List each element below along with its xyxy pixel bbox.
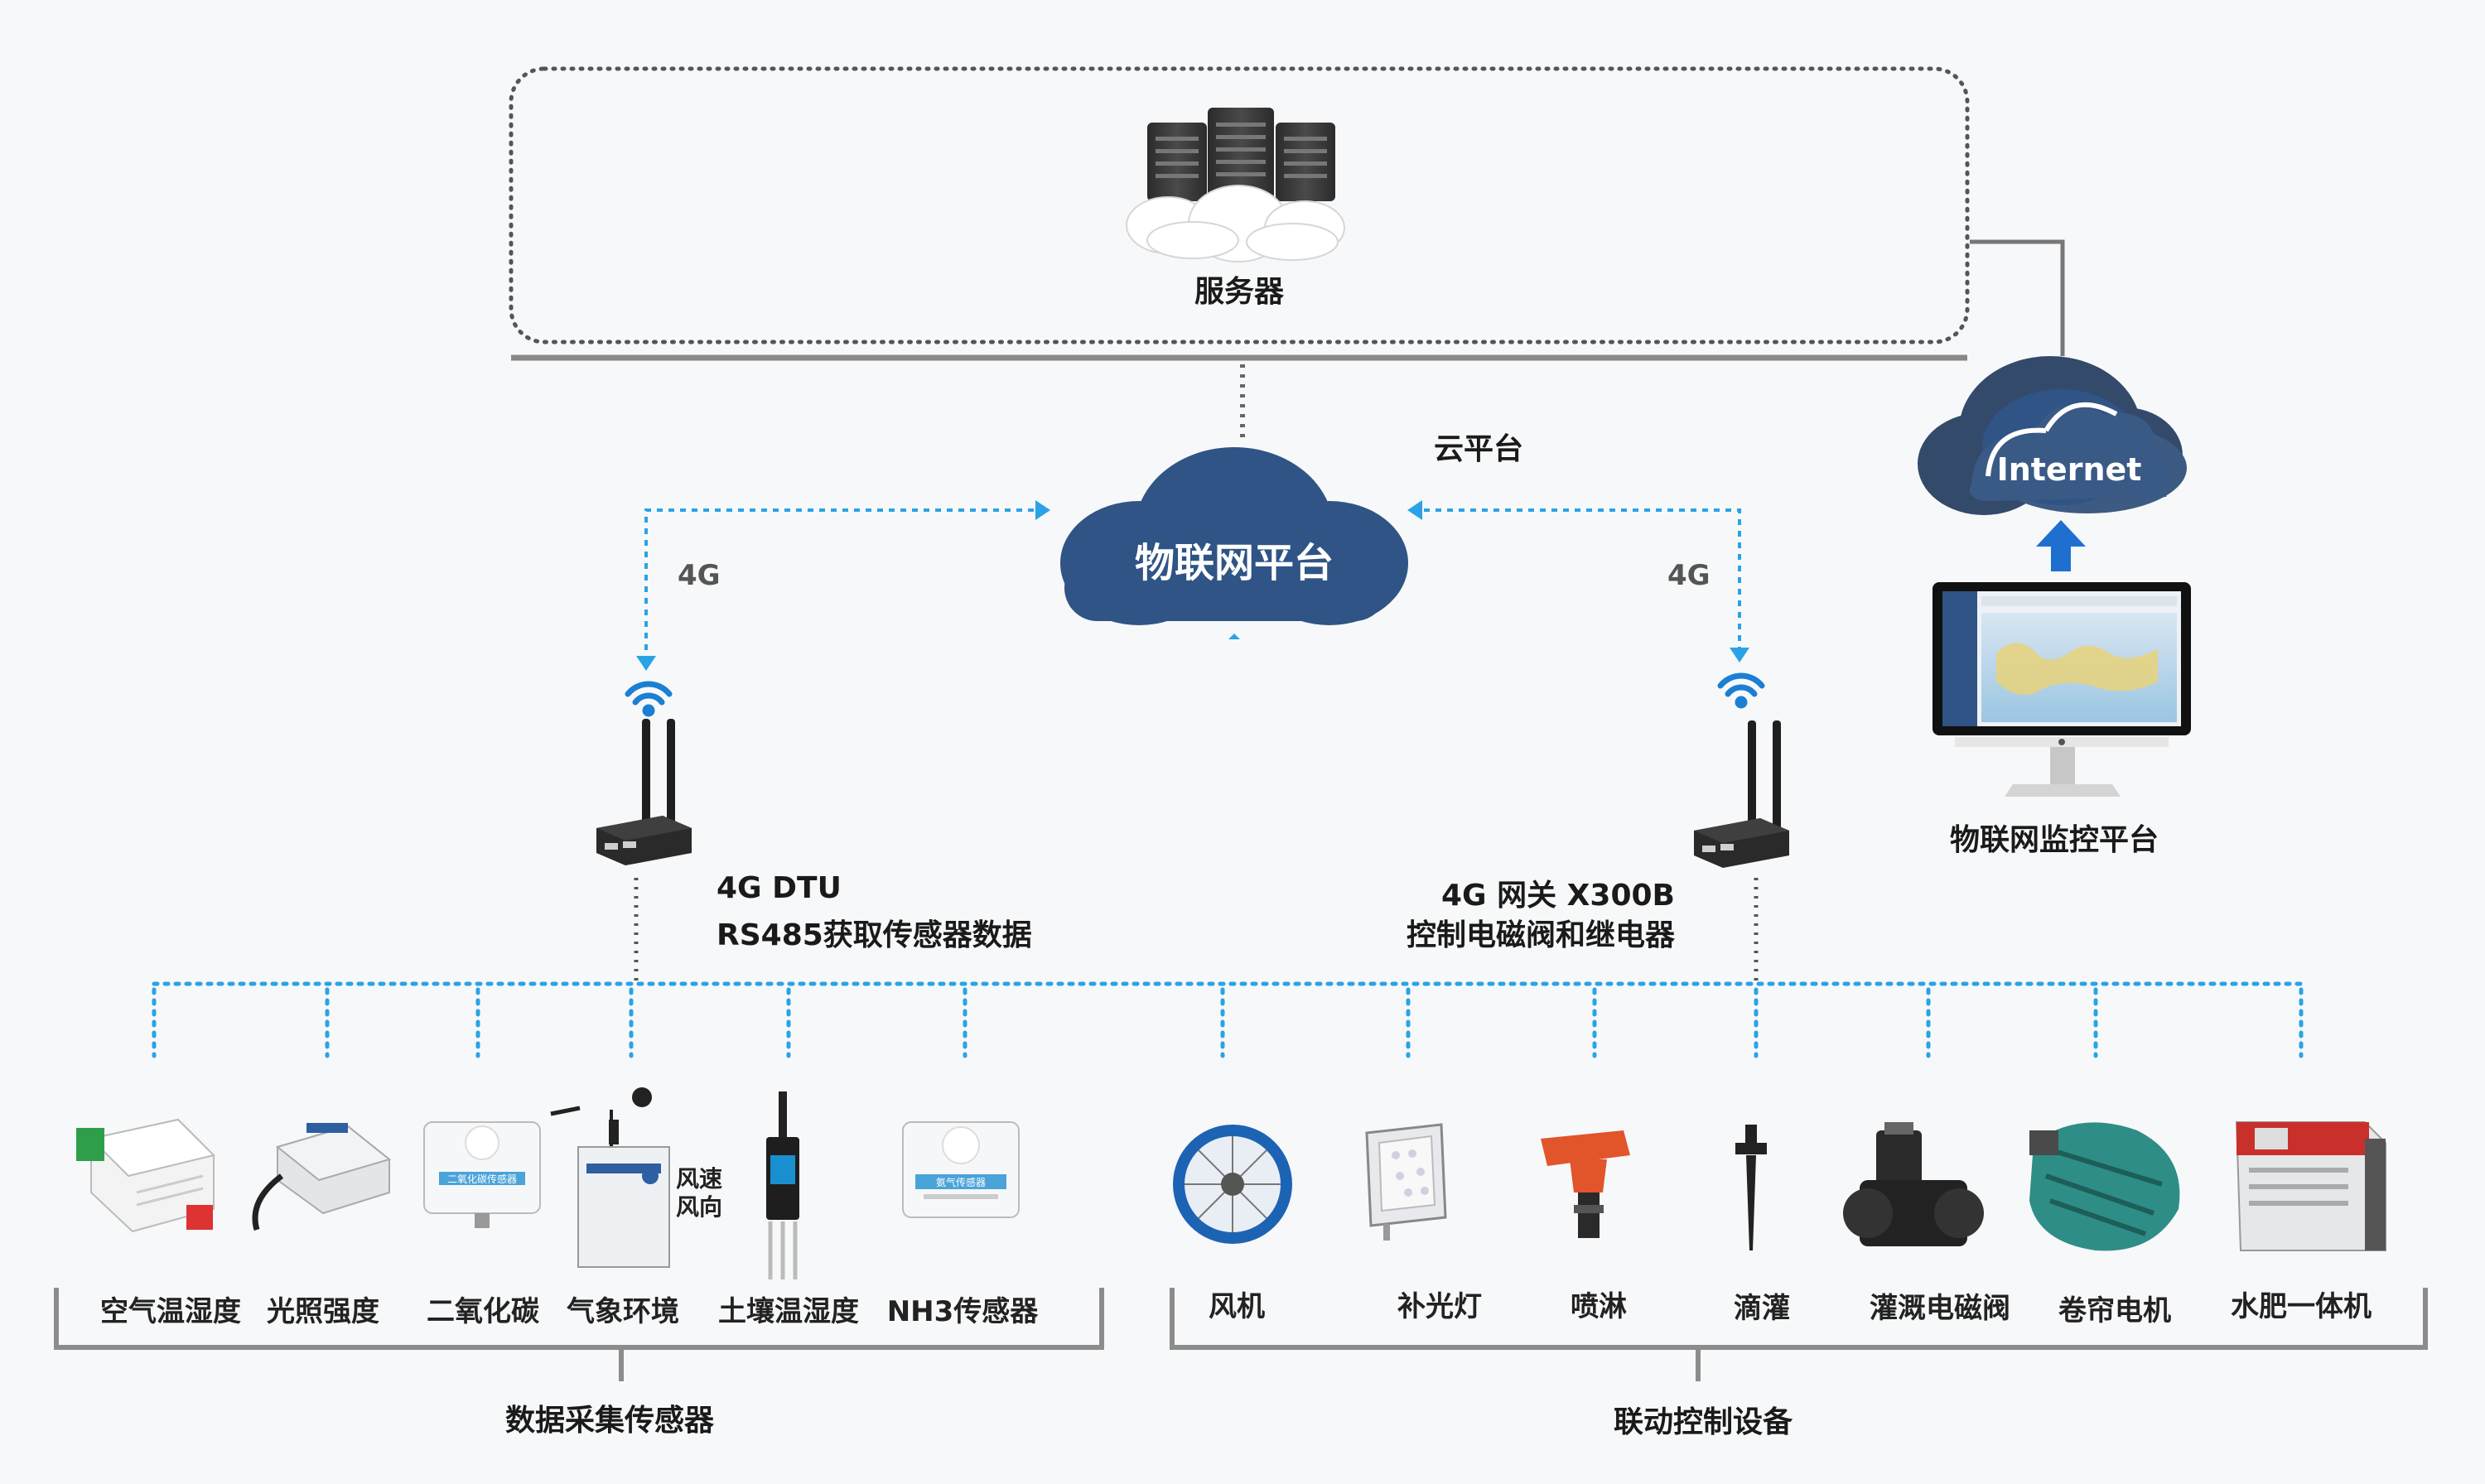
sensor-label: 光照强度 — [267, 1295, 379, 1328]
sensor-group-bracket — [54, 1288, 1104, 1350]
dtu-title: 4G DTU — [717, 871, 842, 905]
gateway-title: 4G 网关 X300B — [1440, 879, 1675, 913]
actuator-label: 补光灯 — [1397, 1290, 1482, 1323]
air-temp-humidity-sensor-icon — [76, 1118, 215, 1233]
light-sensor-icon — [252, 1123, 392, 1231]
sprinkler-icon — [1541, 1130, 1630, 1238]
actuator-label: 灌溉电磁阀 — [1870, 1292, 2010, 1325]
sensor-label: NH3传感器 — [886, 1295, 1039, 1328]
gateway-device-icon — [1694, 720, 1789, 868]
monitor-icon — [1933, 582, 2191, 797]
drip-irrigation-icon — [1735, 1125, 1767, 1250]
wifi-icon-left — [625, 681, 673, 717]
iot-platform-cloud-icon — [1060, 447, 1408, 625]
iot-platform-label: 物联网平台 — [1134, 540, 1334, 586]
actuator-label: 喷淋 — [1571, 1290, 1627, 1323]
co2-sensor-icon: 二氧化碳传感器 — [423, 1121, 541, 1228]
link-left-label: 4G — [678, 559, 721, 592]
wind-speed-label: 风速 — [676, 1165, 723, 1192]
internet-label: Internet — [1996, 451, 2142, 488]
actuator-label: 卷帘电机 — [2058, 1294, 2171, 1327]
soil-sensor-icon — [766, 1091, 799, 1279]
upload-arrow-icon — [2036, 520, 2086, 571]
sensor-group-label: 数据采集传感器 — [504, 1404, 715, 1438]
link-right-4g — [1412, 508, 1741, 654]
sensor-label: 气象环境 — [567, 1295, 679, 1328]
fan-icon — [1173, 1125, 1292, 1244]
monitor-platform-label: 物联网监控平台 — [1949, 823, 2159, 857]
gateway-desc: 控制电磁阀和继电器 — [1406, 918, 1675, 952]
cloud-caret — [1228, 634, 1240, 639]
server-frame — [509, 66, 1970, 344]
server-internet-link — [1970, 239, 2065, 356]
sensor-label: 土壤温湿度 — [718, 1295, 859, 1328]
curtain-motor-icon — [2029, 1122, 2180, 1251]
actuator-label: 风机 — [1209, 1290, 1265, 1323]
sensor-label: 空气温湿度 — [100, 1295, 241, 1328]
co2-device-text: 二氧化碳传感器 — [447, 1173, 517, 1185]
internet-cloud-icon — [1918, 356, 2187, 515]
actuator-label: 滴灌 — [1734, 1292, 1790, 1325]
actuator-group-bracket — [1170, 1288, 2428, 1350]
dtu-desc: RS485获取传感器数据 — [717, 918, 1032, 952]
fertigation-machine-icon — [2235, 1121, 2386, 1251]
grow-light-icon — [1365, 1123, 1447, 1241]
actuator-group-label: 联动控制设备 — [1613, 1405, 1793, 1439]
nh3-sensor-icon: 氨气传感器 — [902, 1121, 1020, 1218]
dtu-device-icon — [596, 719, 692, 865]
actuator-label: 水肥一体机 — [2231, 1290, 2372, 1323]
weather-station-icon — [550, 1087, 670, 1268]
link-left-4g — [644, 508, 1045, 662]
sensor-label: 二氧化碳 — [427, 1295, 539, 1328]
server-label: 服务器 — [1194, 275, 1285, 309]
nh3-device-text: 氨气传感器 — [936, 1176, 986, 1188]
link-right-label: 4G — [1667, 559, 1711, 592]
cloud-platform-caption: 云平台 — [1433, 432, 1524, 466]
server-icon — [1126, 108, 1345, 263]
wifi-icon-right — [1717, 672, 1765, 709]
solenoid-valve-icon — [1843, 1122, 1984, 1246]
wind-direction-label: 风向 — [676, 1193, 723, 1221]
